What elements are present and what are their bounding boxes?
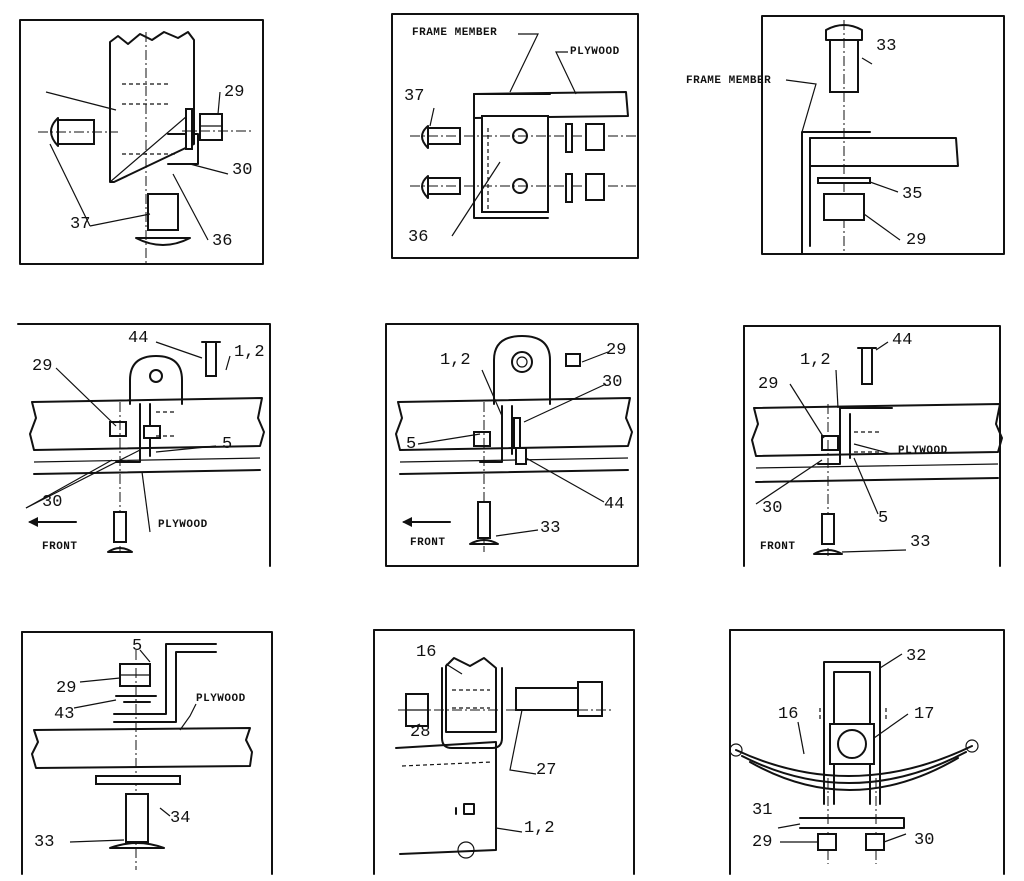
label-frame-member: FRAME MEMBER: [686, 75, 772, 87]
label-plywood: PLYWOOD: [158, 519, 208, 531]
panel-spring-hanger: 16 28 27 1,2: [372, 628, 636, 876]
callout-16: 16: [416, 643, 437, 662]
panel-hanger-front-left: 44 1,2 29 5 30 PLYWOOD FRONT: [16, 322, 272, 568]
callout-36: 36: [212, 232, 233, 251]
callout-30: 30: [762, 499, 783, 518]
callout-36: 36: [408, 228, 429, 247]
callout-30: 30: [914, 831, 935, 850]
panel-leaf-spring-u-bolt: 32 16 17 31 29 30: [728, 628, 1008, 876]
panel-hanger-front-right: 44 1,2 29 PLYWOOD 30 5 FRONT 33: [742, 324, 1004, 568]
label-front: FRONT: [42, 541, 78, 553]
panel-3-drawing: [761, 15, 1005, 255]
callout-5: 5: [406, 435, 417, 454]
panel-z-bracket-plywood: 5 29 43 PLYWOOD 34 33: [20, 630, 274, 876]
label-frame-member: FRAME MEMBER: [412, 27, 498, 39]
label-front: FRONT: [410, 537, 446, 549]
callout-30: 30: [232, 161, 253, 180]
panel-frame-bracket-bolt: 29 30 37 36: [18, 14, 268, 266]
callout-17: 17: [914, 705, 935, 724]
panel-4-drawing: [17, 323, 271, 567]
callout-44: 44: [604, 495, 625, 514]
callout-34: 34: [170, 809, 191, 828]
panel-1-drawing: [19, 19, 264, 265]
callout-16: 16: [778, 705, 799, 724]
callout-37: 37: [70, 215, 91, 234]
callout-33: 33: [34, 833, 55, 852]
callout-35: 35: [902, 185, 923, 204]
panel-frame-member-plywood: FRAME MEMBER PLYWOOD 37 36: [390, 12, 642, 262]
callout-1-2: 1,2: [800, 351, 831, 370]
callout-30: 30: [602, 373, 623, 392]
callout-1-2: 1,2: [524, 819, 555, 838]
callout-33: 33: [910, 533, 931, 552]
callout-33: 33: [876, 37, 897, 56]
callout-37: 37: [404, 87, 425, 106]
label-plywood: PLYWOOD: [196, 693, 246, 705]
callout-1-2: 1,2: [440, 351, 471, 370]
callout-27: 27: [536, 761, 557, 780]
label-front: FRONT: [760, 541, 796, 553]
callout-31: 31: [752, 801, 773, 820]
callout-5: 5: [878, 509, 889, 528]
panel-7-drawing: [21, 631, 273, 875]
panel-5-drawing: [385, 323, 639, 567]
callout-29: 29: [752, 833, 773, 852]
panel-hanger-front-center: 1,2 29 30 5 44 FRONT 33: [384, 322, 640, 568]
panel-frame-member-bolt: 33 FRAME MEMBER 35 29: [686, 14, 1008, 258]
callout-33: 33: [540, 519, 561, 538]
callout-30: 30: [42, 493, 63, 512]
label-plywood: PLYWOOD: [898, 445, 948, 457]
callout-28: 28: [410, 723, 431, 742]
panel-2-drawing: [391, 13, 639, 259]
label-plywood: PLYWOOD: [570, 46, 620, 58]
callout-44: 44: [892, 331, 913, 350]
callout-1-2: 1,2: [234, 343, 265, 362]
callout-29: 29: [758, 375, 779, 394]
callout-29: 29: [606, 341, 627, 360]
callout-5: 5: [222, 435, 233, 454]
panel-9-drawing: [729, 629, 1005, 875]
callout-29: 29: [56, 679, 77, 698]
panel-6-drawing: [743, 325, 1003, 567]
callout-29: 29: [32, 357, 53, 376]
callout-43: 43: [54, 705, 75, 724]
callout-29: 29: [224, 83, 245, 102]
callout-44: 44: [128, 329, 149, 348]
callout-32: 32: [906, 647, 927, 666]
panel-8-drawing: [373, 629, 635, 875]
callout-29: 29: [906, 231, 927, 250]
callout-5: 5: [132, 637, 143, 656]
